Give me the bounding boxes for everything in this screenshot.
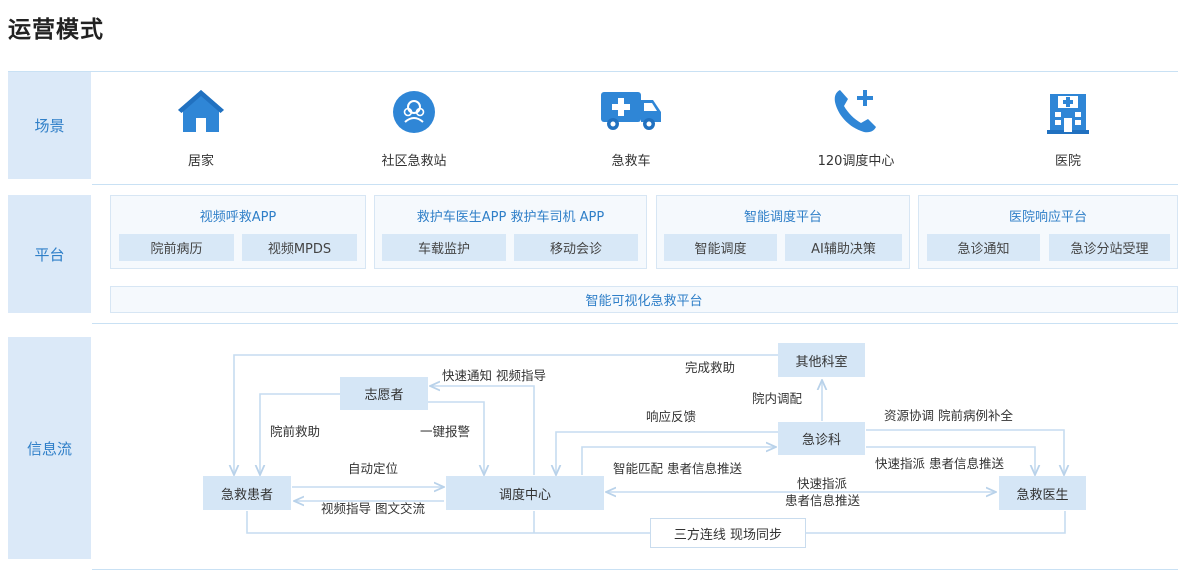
divider xyxy=(92,323,1178,324)
platform-card-hospital-response: 医院响应平台 急诊通知 急诊分站受理 xyxy=(918,195,1178,269)
flow-label: 院内调配 xyxy=(752,391,803,406)
scene-label: 医院 xyxy=(1054,154,1081,169)
flow-label: 快速指派 患者信息推送 xyxy=(875,456,1004,471)
scene-label: 急救车 xyxy=(611,154,651,169)
scene-ambulance: 急救车 xyxy=(556,82,706,178)
platform-bar: 智能可视化急救平台 xyxy=(110,286,1178,313)
platform-card-ambulance-app: 救护车医生APP 救护车司机 APP 车载监护 移动会诊 xyxy=(374,195,647,269)
flow-label: 完成救助 xyxy=(685,360,736,375)
scene-label: 社区急救站 xyxy=(381,154,447,169)
platform-card-video-app: 视频呼救APP 院前病历 视频MPDS xyxy=(110,195,366,269)
hospital-icon xyxy=(1042,86,1094,140)
scene-dispatch-center: 120调度中心 xyxy=(781,82,931,178)
platform-item: 移动会诊 xyxy=(514,234,638,261)
phone-plus-icon xyxy=(830,86,882,140)
flow-label: 自动定位 xyxy=(348,461,399,476)
row-label-info-flow: 信息流 xyxy=(8,337,91,559)
divider xyxy=(8,71,1178,72)
platform-item: 急诊分站受理 xyxy=(1049,234,1170,261)
row-label-platform: 平台 xyxy=(8,195,91,313)
platform-title: 智能调度平台 xyxy=(743,210,822,225)
flow-label: 快速通知 视频指导 xyxy=(442,368,546,383)
platform-item: 急诊通知 xyxy=(927,234,1040,261)
community-station-icon xyxy=(388,86,440,140)
platform-item: 智能调度 xyxy=(664,234,777,261)
platform-item: 车载监护 xyxy=(382,234,506,261)
house-icon xyxy=(175,86,227,140)
scene-label: 居家 xyxy=(187,154,214,169)
flow-label: 视频指导 图文交流 xyxy=(321,501,425,516)
flow-label: 院前救助 xyxy=(270,424,321,439)
divider xyxy=(92,184,1178,185)
node-three-way-sync: 三方连线 现场同步 xyxy=(650,518,806,548)
flow-label: 患者信息推送 xyxy=(785,493,861,508)
platform-card-dispatch: 智能调度平台 智能调度 AI辅助决策 xyxy=(656,195,910,269)
flow-label: 响应反馈 xyxy=(646,409,697,424)
node-emergency-doctor: 急救医生 xyxy=(999,476,1086,510)
flow-label: 智能匹配 患者信息推送 xyxy=(613,461,742,476)
node-dispatch-center: 调度中心 xyxy=(446,476,604,510)
node-emergency-patient: 急救患者 xyxy=(203,476,291,510)
node-volunteer: 志愿者 xyxy=(340,377,428,410)
flow-label: 一键报警 xyxy=(420,424,471,439)
platform-title: 视频呼救APP xyxy=(199,210,277,225)
flow-label: 快速指派 xyxy=(797,476,848,491)
node-other-department: 其他科室 xyxy=(778,343,865,377)
scene-community-station: 社区急救站 xyxy=(339,82,489,178)
scene-home: 居家 xyxy=(126,82,276,178)
platform-item: 视频MPDS xyxy=(242,234,357,261)
row-label-scene: 场景 xyxy=(8,72,91,179)
page-title: 运营模式 xyxy=(8,17,104,43)
platform-item: AI辅助决策 xyxy=(785,234,902,261)
flow-label: 资源协调 院前病例补全 xyxy=(884,408,1013,423)
scene-hospital: 医院 xyxy=(993,82,1143,178)
node-emergency-department: 急诊科 xyxy=(778,422,865,455)
scene-label: 120调度中心 xyxy=(817,154,895,169)
platform-title: 医院响应平台 xyxy=(1008,210,1087,225)
platform-title: 救护车医生APP 救护车司机 APP xyxy=(416,210,605,225)
platform-item: 院前病历 xyxy=(119,234,234,261)
divider xyxy=(92,569,1178,570)
ambulance-icon xyxy=(599,86,663,140)
